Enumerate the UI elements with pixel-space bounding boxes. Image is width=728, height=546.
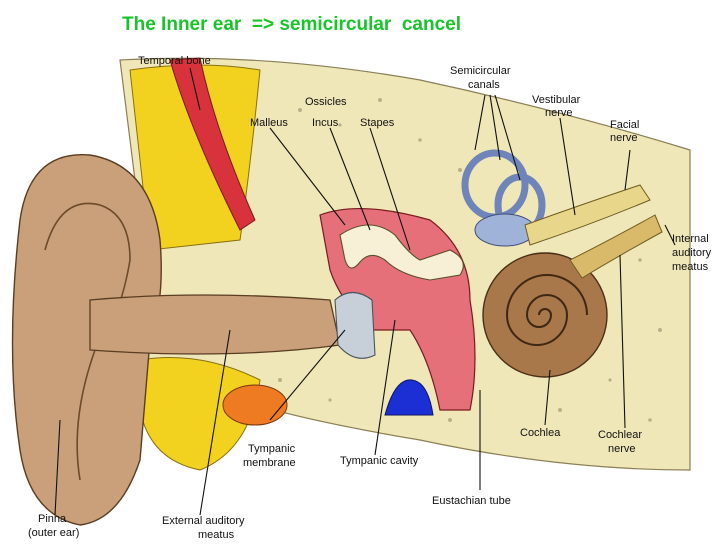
cochlear-nerve <box>569 214 663 279</box>
label-temporal-bone: Temporal bone <box>138 55 211 67</box>
pinna <box>11 154 162 526</box>
label-facial-nerve: nerve <box>610 132 638 144</box>
label-semicircular-canals: Semicircular <box>450 65 511 77</box>
label-internal-auditory-meatus: Internal <box>672 233 709 245</box>
orange-tissue <box>222 384 288 426</box>
label-cochlear-nerve: Cochlear <box>598 429 642 441</box>
label-vestibular-nerve: nerve <box>545 107 573 119</box>
label-tympanic-membrane: membrane <box>243 457 296 469</box>
label-pinna: (outer ear) <box>28 527 79 539</box>
label-malleus: Malleus <box>250 117 288 129</box>
ossicles <box>339 224 464 281</box>
cochlea-spiral <box>505 274 588 346</box>
bone-texture <box>248 98 662 422</box>
label-incus: Incus <box>312 117 339 129</box>
label-cochlea: Cochlea <box>520 427 561 439</box>
label-tympanic-membrane: Tympanic <box>248 443 296 455</box>
leader-lines <box>54 67 676 516</box>
label-semicircular-canals: canals <box>468 79 500 91</box>
label-cochlear-nerve: nerve <box>608 443 636 455</box>
fat-tissue-lower <box>139 357 261 471</box>
label-facial-nerve: Facial <box>610 119 639 131</box>
label-tympanic-cavity: Tympanic cavity <box>340 455 419 467</box>
page-title: The Inner ear => semicircular cancel <box>122 14 462 35</box>
label-pinna: Pinna <box>38 513 67 525</box>
blue-vessel <box>384 379 434 416</box>
label-stapes: Stapes <box>360 117 395 129</box>
label-external-auditory-meatus: meatus <box>198 529 235 541</box>
label-vestibular-nerve: Vestibular <box>532 94 581 106</box>
vestibular-nerve <box>524 184 651 246</box>
external-auditory-canal <box>89 294 341 355</box>
cochlea <box>482 252 608 378</box>
pinna-fold <box>44 202 131 481</box>
red-tissue-stripe <box>169 57 256 231</box>
label-eustachian-tube: Eustachian tube <box>432 495 511 507</box>
label-ossicles: Ossicles <box>305 96 347 108</box>
label-external-auditory-meatus: External auditory <box>162 515 245 527</box>
label-internal-auditory-meatus: auditory <box>672 247 712 259</box>
tympanic-membrane <box>334 291 376 359</box>
label-internal-auditory-meatus: meatus <box>672 261 709 273</box>
